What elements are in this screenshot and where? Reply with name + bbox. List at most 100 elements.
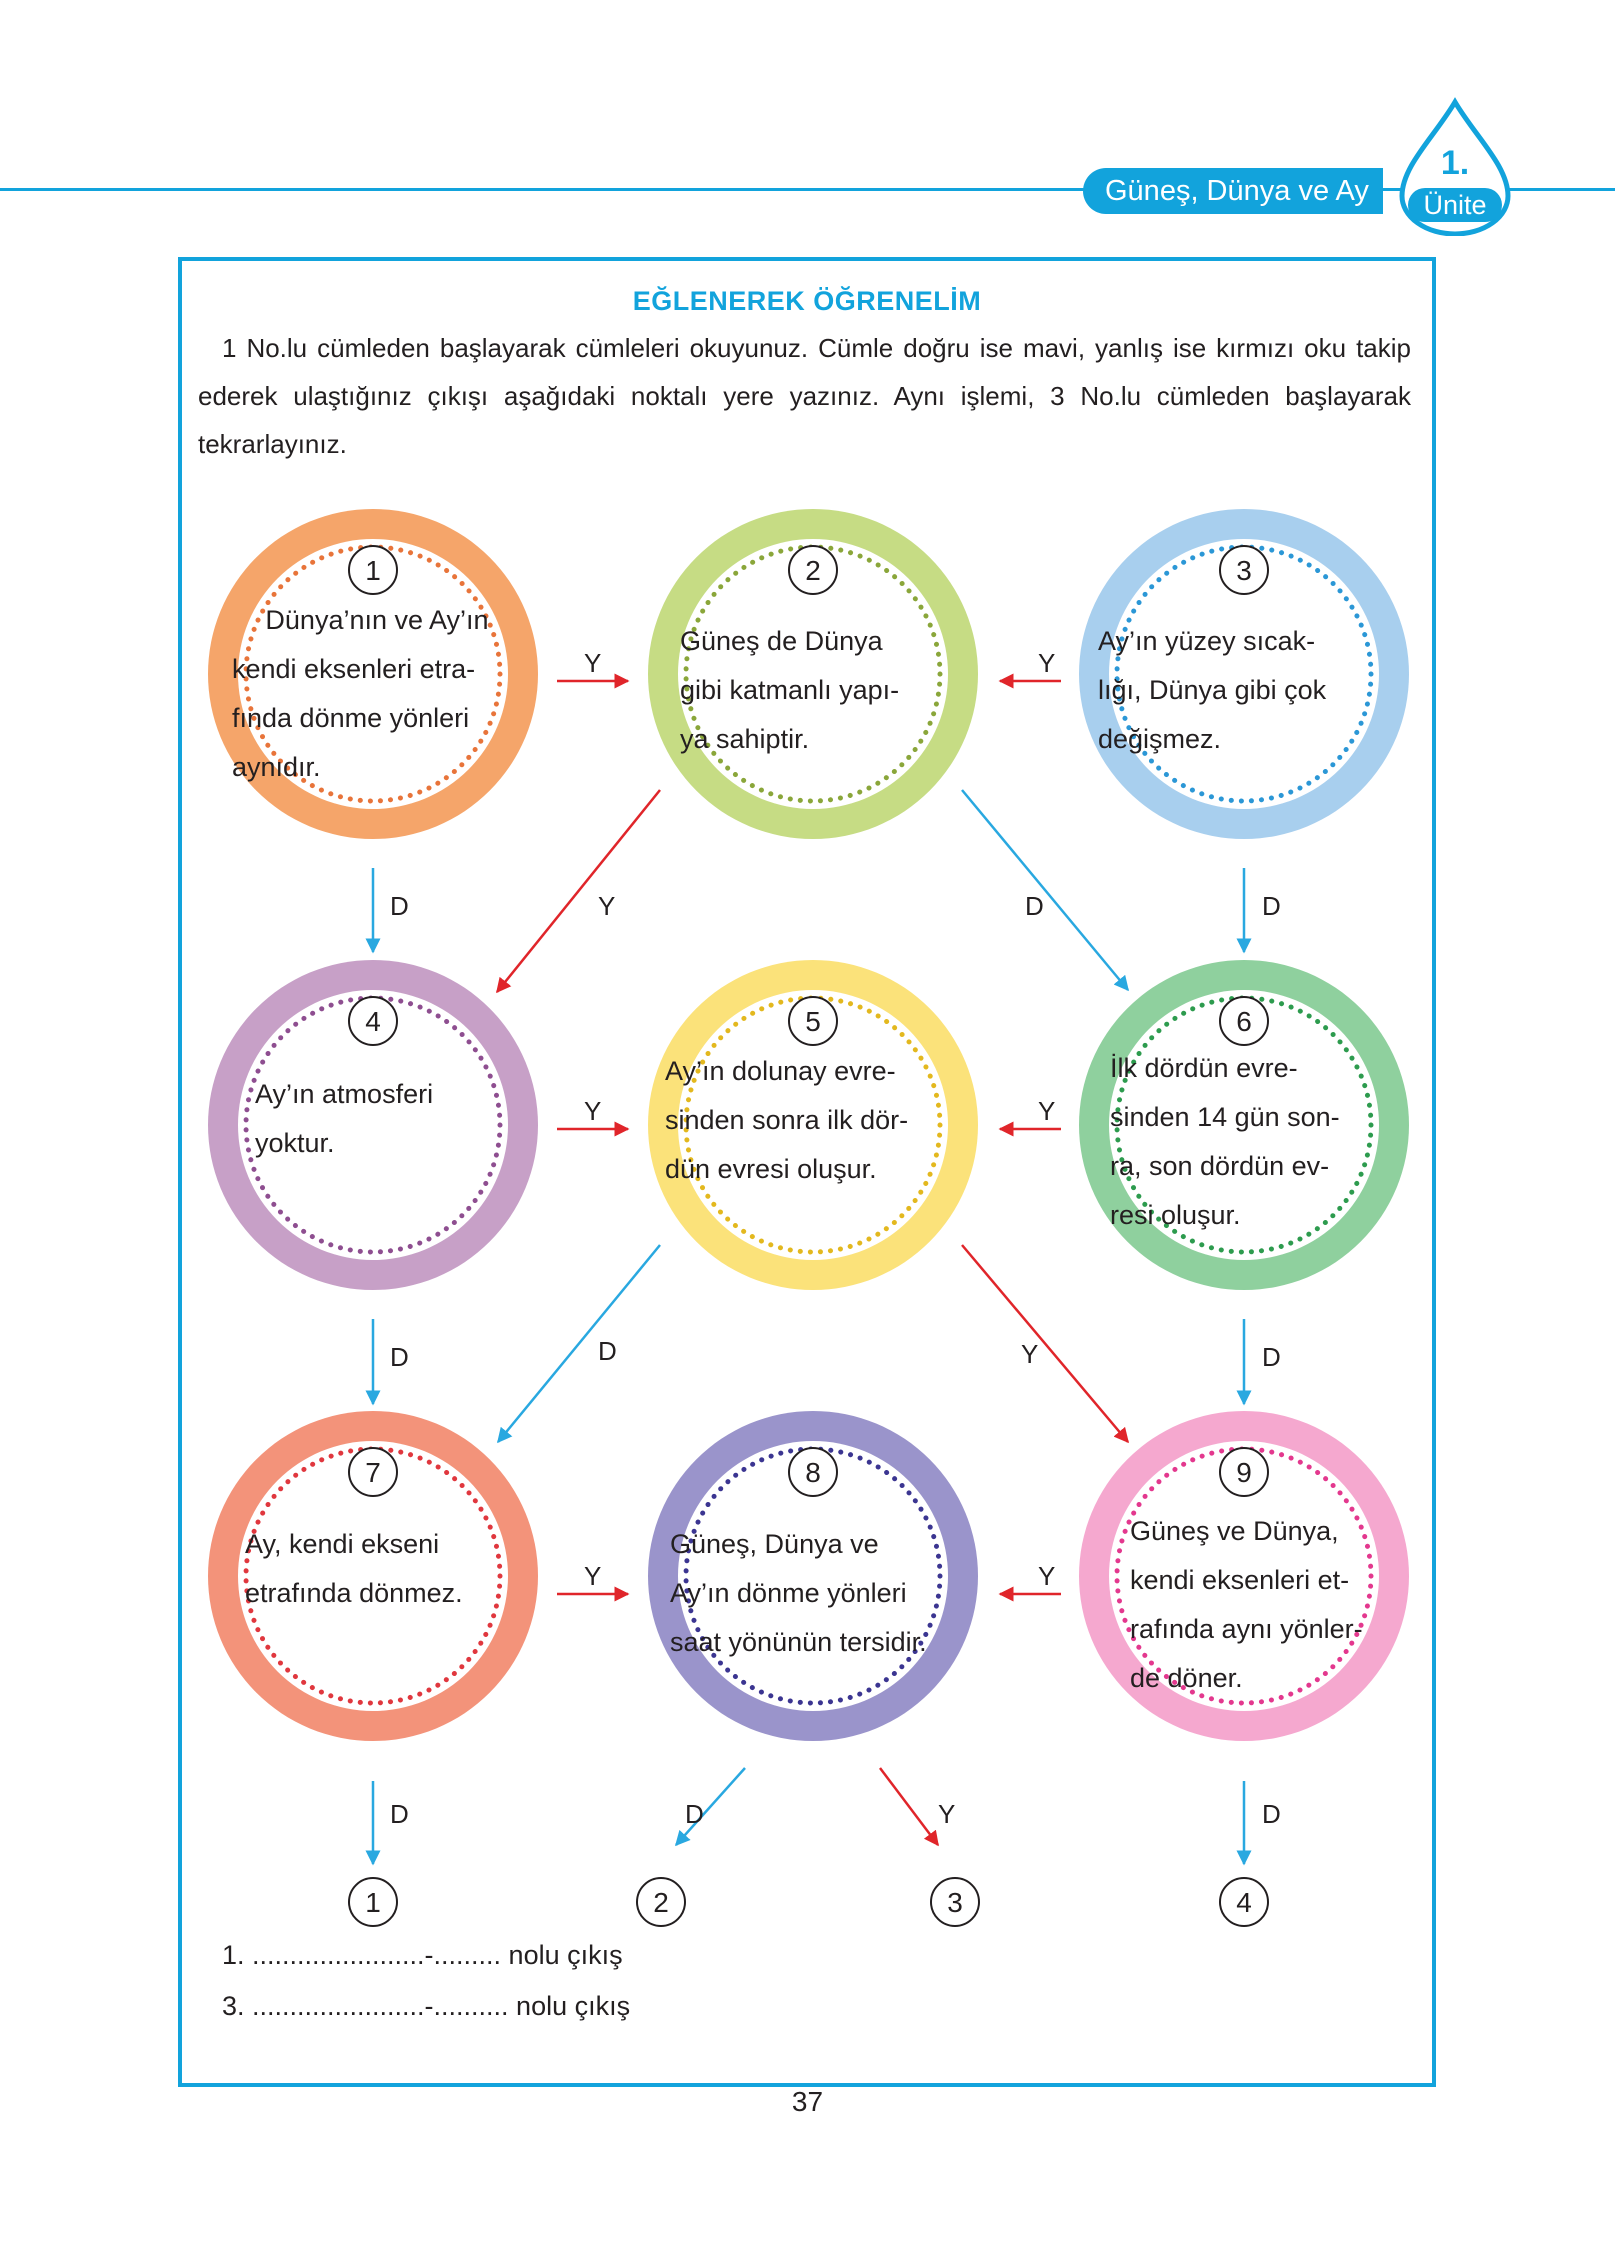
circle-number-badge (1219, 996, 1269, 1046)
sentence-line: ya sahiptir. (680, 724, 810, 754)
true-label: D (685, 1799, 704, 1829)
true-label: D (1262, 1342, 1281, 1372)
sentence-line: saat yönünün tersidir. (670, 1627, 927, 1657)
circle-number-badge (788, 996, 838, 1046)
circle-number: 2 (805, 555, 821, 586)
circle-number-badge (788, 545, 838, 595)
sentence-line: İlk dördün evre- (1110, 1053, 1298, 1083)
sentence-circle-4: 4 (208, 960, 538, 1290)
circle-number: 1 (365, 555, 381, 586)
circle-sentence-8: Güneş, Dünya ve Ay’ın dönme yönleri saat y… (670, 1520, 952, 1667)
sentence-line: Ay’ın atmosferi (255, 1079, 434, 1109)
sentence-line: de döner. (1130, 1663, 1243, 1693)
circle-sentence-5: Ay’ın dolunay evre-sinden sonra ilk dör-… (665, 1047, 955, 1194)
sentence-circle-9: 9 (1079, 1411, 1409, 1741)
sentence-line: Güneş de Dünya (680, 626, 883, 656)
sentence-line: fında dönme yönleri (232, 703, 470, 733)
unit-label: Ünite (1423, 190, 1486, 220)
answer-line-1[interactable]: 1. .......................-......... nol… (222, 1940, 623, 1970)
sentence-line: ra, son dördün ev- (1110, 1151, 1330, 1181)
sentence-line: rafında aynı yönler- (1130, 1614, 1363, 1644)
sentence-line: sinden 14 gün son- (1110, 1102, 1340, 1132)
page-number: 37 (791, 2086, 824, 2117)
exit-badge (1219, 1877, 1269, 1927)
exit-number: 4 (1236, 1887, 1252, 1918)
sentence-line: lığı, Dünya gibi çok (1098, 675, 1327, 705)
circle-number: 6 (1236, 1006, 1252, 1037)
unit-label-badge (1408, 188, 1502, 222)
circle-sentence-9: Güneş ve Dünya, kendi eksenleri et-rafınd… (1130, 1507, 1380, 1703)
activity-frame (178, 257, 1436, 2087)
sentence-line: kendi eksenleri et- (1130, 1565, 1350, 1595)
activity-title: EĞLENEREK ÖĞRENELİM (632, 286, 982, 316)
circle-number: 3 (1236, 555, 1252, 586)
circle-inner (678, 990, 948, 1260)
sentence-line: Dünya’nın ve Ay’ın (265, 605, 489, 635)
answer-line-3[interactable]: 3. .......................-.......... no… (222, 1991, 631, 2021)
false-label: Y (584, 648, 601, 678)
sentence-line: kendi eksenleri etra- (232, 654, 476, 684)
circle-number-badge (348, 545, 398, 595)
exit-2: 2 (636, 1877, 686, 1927)
true-label: D (390, 1342, 409, 1372)
circle-number-badge (788, 1447, 838, 1497)
circle-sentence-4: Ay’ın atmosferi yoktur. (255, 1070, 489, 1168)
sentence-line: gibi katmanlı yapı- (680, 675, 900, 705)
sentence-circle-6: 6 (1079, 960, 1409, 1290)
circle-inner (1109, 990, 1379, 1260)
exit-1: 1 (348, 1877, 398, 1927)
true-arrow (961, 789, 1129, 992)
exit-number: 2 (653, 1887, 669, 1918)
circle-number-badge (1219, 545, 1269, 595)
sentence-line: yoktur. (255, 1128, 335, 1158)
false-arrow (496, 789, 661, 994)
unit-title-banner: Güneş, Dünya ve Ay (1083, 168, 1383, 214)
circle-sentence-2: Güneş de Dünya gibi katmanlı yapı-ya sahi… (680, 617, 950, 764)
sentence-line: aynıdır. (232, 752, 321, 782)
circle-inner (1109, 1441, 1379, 1711)
circle-inner (238, 1441, 508, 1711)
false-label: Y (598, 891, 615, 921)
sentence-line: Ay’ın dönme yönleri (670, 1578, 907, 1608)
sentence-line: değişmez. (1098, 724, 1222, 754)
circle-inner (678, 1441, 948, 1711)
circle-inner (238, 539, 508, 809)
sentence-line: Güneş, Dünya ve (670, 1529, 879, 1559)
false-label: Y (1038, 1561, 1055, 1591)
false-label: Y (938, 1799, 955, 1829)
exit-number: 3 (947, 1887, 963, 1918)
circle-inner (1109, 539, 1379, 809)
false-label: Y (1038, 1096, 1055, 1126)
sentence-circle-2: 2 (648, 509, 978, 839)
sentence-line: etrafında dönmez. (245, 1578, 463, 1608)
true-label: D (390, 891, 409, 921)
circle-number-badge (348, 1447, 398, 1497)
exit-number: 1 (365, 1887, 381, 1918)
true-label: D (390, 1799, 409, 1829)
activity-instructions: 1 No.lu cümleden başlayarak cümleleri ok… (198, 333, 1411, 459)
exit-badge (636, 1877, 686, 1927)
circle-inner (238, 990, 508, 1260)
false-arrow (879, 1767, 939, 1847)
sentence-line: resi oluşur. (1110, 1200, 1241, 1230)
circle-number: 8 (805, 1457, 821, 1488)
false-label: Y (584, 1561, 601, 1591)
sentence-line: dün evresi oluşur. (665, 1154, 877, 1184)
sentence-circle-8: 8 (648, 1411, 978, 1741)
sentence-circle-3: 3 (1079, 509, 1409, 839)
false-label: Y (1021, 1339, 1038, 1369)
true-label: D (1262, 1799, 1281, 1829)
sentence-circle-1: 1 (208, 509, 538, 839)
circle-number: 4 (365, 1006, 381, 1037)
circle-sentence-6: İlk dördün evre-sinden 14 gün son-ra, so… (1110, 1044, 1380, 1240)
exit-badge (930, 1877, 980, 1927)
false-label: Y (584, 1096, 601, 1126)
exit-3: 3 (930, 1877, 980, 1927)
circle-number: 7 (365, 1457, 381, 1488)
sentence-line: Ay’ın dolunay evre- (665, 1056, 896, 1086)
sentence-line: Güneş ve Dünya, (1130, 1516, 1339, 1546)
sentence-circle-7: 7 (208, 1411, 538, 1741)
